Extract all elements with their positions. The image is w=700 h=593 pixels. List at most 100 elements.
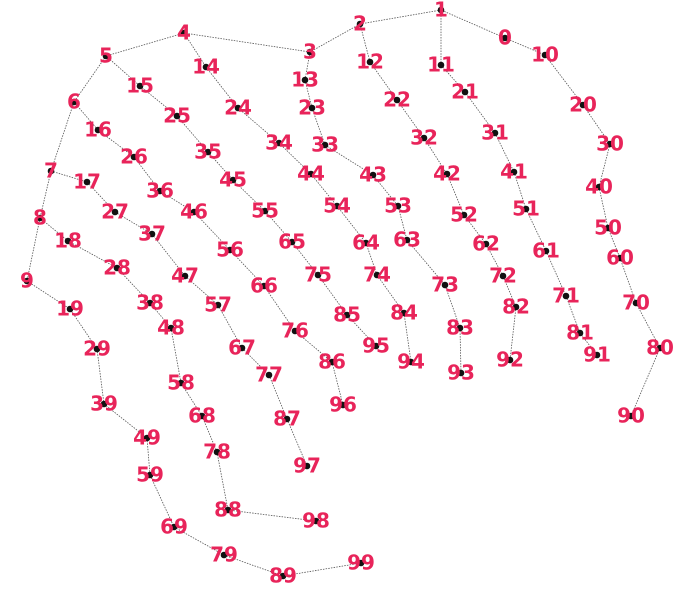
node-label-45: 45 <box>219 168 247 192</box>
edge-5-15 <box>105 55 141 87</box>
edge-24-34 <box>237 107 280 144</box>
node-label-22: 22 <box>383 88 411 112</box>
node-dot-24 <box>234 104 242 112</box>
node-label-89: 89 <box>269 564 297 588</box>
node-dot-11 <box>437 61 445 69</box>
node-label-64: 64 <box>352 231 380 255</box>
edge-61-71 <box>545 250 567 297</box>
node-dot-36 <box>156 187 164 195</box>
edge-88-98 <box>227 509 317 522</box>
dots-layer <box>23 6 664 580</box>
edge-32-42 <box>423 137 448 175</box>
edge-87-97 <box>286 418 308 467</box>
node-label-69: 69 <box>160 515 188 539</box>
node-dot-54 <box>333 202 341 210</box>
node-dot-93 <box>457 369 465 377</box>
edge-3-13 <box>304 51 311 81</box>
node-label-77: 77 <box>255 363 283 387</box>
node-label-90: 90 <box>617 404 645 428</box>
node-dot-70 <box>632 299 640 307</box>
node-dot-29 <box>93 345 101 353</box>
node-dot-56 <box>226 246 234 254</box>
node-dot-9 <box>23 277 31 285</box>
node-label-2: 2 <box>353 12 367 36</box>
node-label-32: 32 <box>410 126 438 150</box>
node-dot-31 <box>491 129 499 137</box>
node-label-29: 29 <box>83 337 111 361</box>
node-dot-96 <box>339 401 347 409</box>
node-dot-5 <box>102 52 110 60</box>
edge-12-22 <box>369 61 398 101</box>
node-dot-94 <box>407 358 415 366</box>
node-dot-37 <box>148 230 156 238</box>
node-dot-72 <box>499 272 507 280</box>
node-label-8: 8 <box>33 206 47 230</box>
node-label-83: 83 <box>446 316 474 340</box>
edge-26-36 <box>133 156 161 192</box>
node-label-36: 36 <box>146 179 174 203</box>
node-label-85: 85 <box>333 303 361 327</box>
node-label-42: 42 <box>433 162 461 186</box>
edge-34-44 <box>278 142 312 175</box>
node-label-84: 84 <box>390 301 418 325</box>
edge-31-41 <box>494 132 515 173</box>
node-label-44: 44 <box>297 162 325 186</box>
node-dot-85 <box>343 311 351 319</box>
node-dot-4 <box>180 29 188 37</box>
node-label-33: 33 <box>311 133 339 157</box>
edge-3-4 <box>183 32 311 53</box>
node-label-88: 88 <box>214 498 242 522</box>
node-label-87: 87 <box>273 407 301 431</box>
edge-78-88 <box>216 451 229 511</box>
node-label-11: 11 <box>427 53 455 77</box>
node-label-48: 48 <box>157 316 185 340</box>
node-label-79: 79 <box>210 543 238 567</box>
node-label-96: 96 <box>329 393 357 417</box>
node-dot-33 <box>321 141 329 149</box>
node-dot-83 <box>456 324 464 332</box>
node-label-1: 1 <box>434 0 448 22</box>
node-dot-49 <box>143 434 151 442</box>
edge-67-77 <box>241 347 270 376</box>
edge-75-85 <box>317 274 348 316</box>
node-dot-95 <box>372 342 380 350</box>
node-dot-1 <box>437 6 445 14</box>
edge-49-59 <box>146 437 151 476</box>
node-dot-98 <box>312 517 320 525</box>
node-label-35: 35 <box>194 140 222 164</box>
node-label-17: 17 <box>73 170 101 194</box>
edge-39-49 <box>103 403 148 439</box>
edge-83-93 <box>459 327 462 374</box>
node-dot-62 <box>482 240 490 248</box>
node-label-76: 76 <box>281 319 309 343</box>
node-dot-71 <box>562 292 570 300</box>
node-label-75: 75 <box>304 263 332 287</box>
edge-73-83 <box>444 284 461 329</box>
node-label-58: 58 <box>167 371 195 395</box>
node-dot-65 <box>288 238 296 246</box>
node-label-63: 63 <box>393 228 421 252</box>
node-dot-61 <box>542 247 550 255</box>
node-dot-17 <box>83 178 91 186</box>
node-label-65: 65 <box>278 230 306 254</box>
edge-84-94 <box>403 312 412 363</box>
edge-35-45 <box>207 151 234 181</box>
node-dot-18 <box>64 237 72 245</box>
node-label-50: 50 <box>594 216 622 240</box>
node-label-10: 10 <box>531 43 559 67</box>
node-label-59: 59 <box>136 463 164 487</box>
edge-72-82 <box>502 275 517 308</box>
node-dot-99 <box>357 559 365 567</box>
edge-2-3 <box>309 23 361 53</box>
node-label-5: 5 <box>99 44 113 68</box>
node-label-39: 39 <box>90 392 118 416</box>
node-dot-28 <box>113 264 121 272</box>
edge-62-72 <box>485 243 504 277</box>
edge-89-99 <box>282 562 362 577</box>
node-label-23: 23 <box>298 96 326 120</box>
node-label-57: 57 <box>204 293 232 317</box>
edge-10-20 <box>544 54 584 106</box>
node-dot-59 <box>146 471 154 479</box>
node-label-95: 95 <box>362 334 390 358</box>
edge-85-95 <box>346 314 377 347</box>
